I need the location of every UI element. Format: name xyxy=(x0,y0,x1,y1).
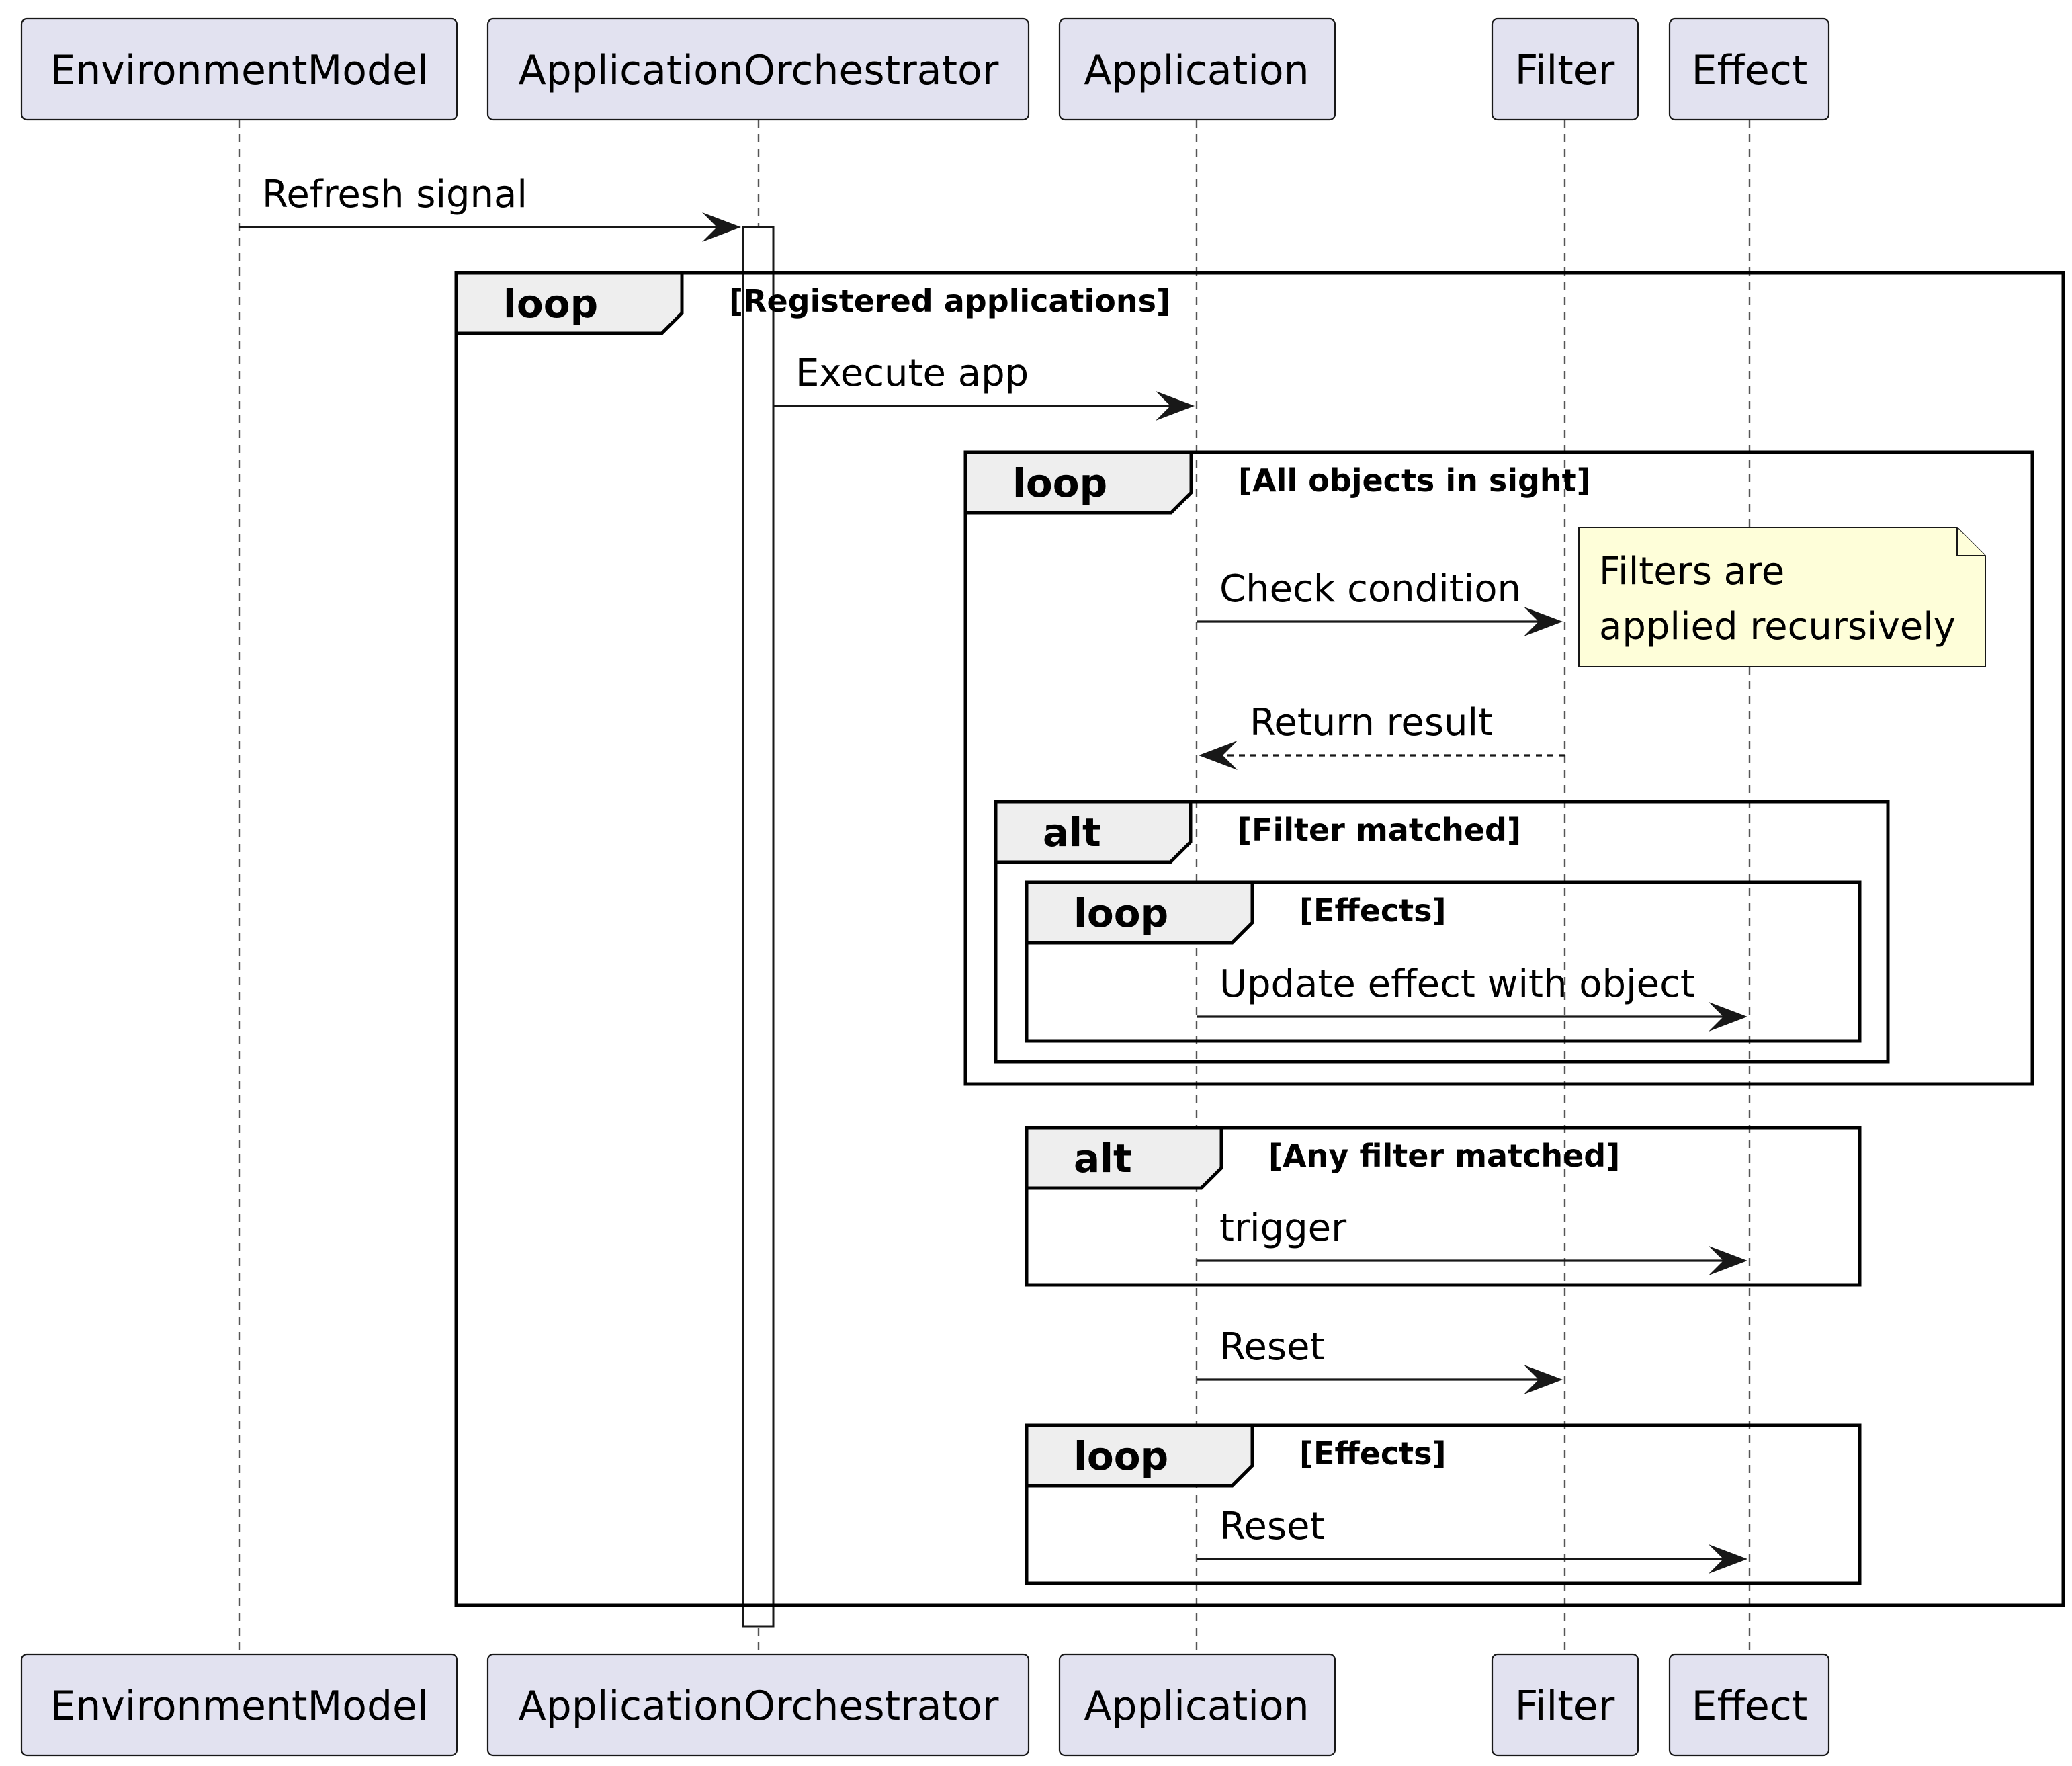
fragment-frame xyxy=(1025,1423,1862,1585)
participant-app-bottom: Application xyxy=(1058,1653,1336,1757)
fragment-frame xyxy=(454,271,2065,1607)
participant-env-bottom: EnvironmentModel xyxy=(20,1653,458,1757)
participant-box xyxy=(1668,1653,1830,1757)
fragment-frame xyxy=(1025,880,1862,1043)
activation-bar xyxy=(742,226,775,1628)
arrow-head xyxy=(1709,1544,1747,1574)
message-label: Refresh signal xyxy=(262,173,527,216)
participant-orch-top: ApplicationOrchestrator xyxy=(486,17,1030,121)
fragment-frame xyxy=(963,450,2034,1086)
participant-label: Application xyxy=(1084,47,1309,94)
arrow-head xyxy=(1524,607,1563,636)
fragment-keyword: loop xyxy=(503,281,598,327)
message-label: Execute app xyxy=(795,351,1029,395)
message-label: Update effect with object xyxy=(1219,962,1695,1006)
message-m2: Execute app xyxy=(773,351,1195,421)
participant-orch-bottom: ApplicationOrchestrator xyxy=(486,1653,1030,1757)
participant-app-top: Application xyxy=(1058,17,1336,121)
participant-label: EnvironmentModel xyxy=(50,1683,428,1730)
arrow-head xyxy=(702,212,741,242)
message-label: Check condition xyxy=(1219,567,1521,611)
note-fold xyxy=(1956,528,1985,556)
message-label: Reset xyxy=(1219,1325,1324,1369)
participant-label: EnvironmentModel xyxy=(50,47,428,94)
fragment-loop-f2: loop [All objects in sight] xyxy=(963,450,2034,1086)
participant-effect-bottom: Effect xyxy=(1668,1653,1830,1757)
fragment-tab xyxy=(1025,1423,1254,1488)
fragment-guard: [Any filter matched] xyxy=(1268,1138,1620,1174)
participant-label: Effect xyxy=(1692,47,1808,94)
arrow-head xyxy=(1156,391,1195,421)
participant-env-top: EnvironmentModel xyxy=(20,17,458,121)
fragment-tab xyxy=(963,450,1193,515)
fragment-keyword: alt xyxy=(1043,810,1101,855)
participant-filter-top: Filter xyxy=(1491,17,1639,121)
fragment-frame xyxy=(994,800,1890,1064)
fragment-loop-f1: loop [Registered applications] xyxy=(454,271,2065,1607)
message-m7: Reset xyxy=(1197,1325,1563,1394)
participant-box xyxy=(1058,1653,1336,1757)
fragment-loop-f6: loop [Effects] xyxy=(1025,1423,1862,1585)
fragment-keyword: loop xyxy=(1074,1433,1168,1479)
message-label: Return result xyxy=(1250,701,1493,745)
participant-effect-top: Effect xyxy=(1668,17,1830,121)
participant-box xyxy=(1058,17,1336,121)
arrow-head xyxy=(1709,1246,1747,1275)
note-line: Filters are xyxy=(1599,550,1784,593)
participant-label: Filter xyxy=(1515,47,1615,94)
participant-label: ApplicationOrchestrator xyxy=(519,47,999,94)
message-label: Reset xyxy=(1219,1505,1324,1548)
arrow-head xyxy=(1199,741,1238,770)
fragment-tab xyxy=(1025,1126,1223,1190)
participant-box xyxy=(1491,1653,1639,1757)
message-m3: Check condition xyxy=(1197,567,1563,636)
fragment-tab xyxy=(994,800,1193,864)
participant-box xyxy=(20,17,458,121)
message-label: trigger xyxy=(1219,1206,1347,1250)
fragment-guard: [All objects in sight] xyxy=(1238,462,1591,499)
participant-box xyxy=(486,17,1030,121)
participant-box xyxy=(486,1653,1030,1757)
fragment-guard: [Effects] xyxy=(1299,892,1447,929)
participant-label: Application xyxy=(1084,1683,1309,1730)
message-m6: trigger xyxy=(1197,1206,1747,1275)
fragment-guard: [Effects] xyxy=(1299,1435,1447,1472)
fragment-tab xyxy=(1025,880,1254,945)
note-line: applied recursively xyxy=(1599,605,1956,648)
message-m8: Reset xyxy=(1197,1505,1747,1574)
participant-box xyxy=(20,1653,458,1757)
fragment-guard: [Registered applications] xyxy=(729,283,1170,319)
message-m1: Refresh signal xyxy=(239,173,741,242)
message-m4: Return result xyxy=(1199,701,1565,770)
fragment-tab xyxy=(454,271,684,335)
participant-box xyxy=(1491,17,1639,121)
participant-label: Effect xyxy=(1692,1683,1808,1730)
fragment-keyword: loop xyxy=(1012,460,1107,506)
arrow-head xyxy=(1524,1365,1563,1394)
fragment-loop-f4: loop [Effects] xyxy=(1025,880,1862,1043)
note: Filters are applied recursively xyxy=(1578,527,1986,667)
participant-box xyxy=(1668,17,1830,121)
note-box xyxy=(1578,527,1986,667)
fragment-frame xyxy=(1025,1126,1862,1287)
fragment-guard: [Filter matched] xyxy=(1238,812,1521,848)
message-m5: Update effect with object xyxy=(1197,962,1747,1032)
participant-filter-bottom: Filter xyxy=(1491,1653,1639,1757)
fragment-keyword: alt xyxy=(1074,1136,1132,1181)
participant-label: Filter xyxy=(1515,1683,1615,1730)
fragment-keyword: loop xyxy=(1074,890,1168,936)
participant-label: ApplicationOrchestrator xyxy=(519,1683,999,1730)
arrow-head xyxy=(1709,1002,1747,1032)
fragment-alt-f5: alt [Any filter matched] xyxy=(1025,1126,1862,1287)
fragment-alt-f3: alt [Filter matched] xyxy=(994,800,1890,1064)
